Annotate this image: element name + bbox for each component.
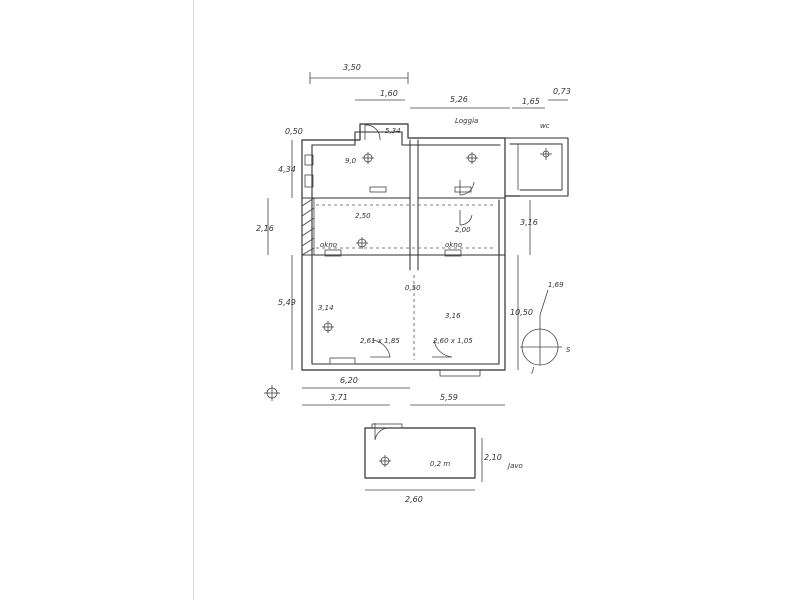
label-compass-north: S <box>566 346 571 354</box>
label-compass-west: J <box>530 366 534 374</box>
label-loggia: Loggia <box>455 117 478 125</box>
dim-bottom-left: 6,20 <box>340 376 358 385</box>
label-signature: Javo <box>506 462 523 470</box>
dim-top-overall: 3,50 <box>343 63 361 72</box>
dim-left-wall: 0,50 <box>285 127 303 136</box>
dim-left-mid: 2,16 <box>256 224 274 233</box>
dimension-lines <box>267 72 568 491</box>
fixture-room-mid <box>356 237 368 249</box>
dimension-text: 3,50 1,60 5,26 1,65 0,73 0,50 4,34 2,16 … <box>256 63 571 504</box>
lower-annex-room <box>364 423 476 479</box>
fixture-kitchen <box>362 152 374 164</box>
dim-bottom-right: 5,59 <box>440 393 458 402</box>
label-sill-right: okno <box>445 241 462 249</box>
dim-top-right: 5,26 <box>450 95 468 104</box>
dim-left-upper: 4,34 <box>278 165 296 174</box>
light-fixtures <box>264 152 478 467</box>
label-room-large-left: 3,14 <box>318 304 334 312</box>
dim-left-lower: 5,49 <box>278 298 296 307</box>
compass-symbol <box>520 289 562 366</box>
wc-annex <box>504 137 569 197</box>
label-center-gap: 0,50 <box>405 284 421 292</box>
label-room-mid-right: 2,00 <box>455 226 471 234</box>
paper-edge-line <box>193 0 194 600</box>
dim-annex-width: 2,60 <box>405 495 423 504</box>
dim-top-far-right-b: 0,73 <box>553 87 571 96</box>
fixture-annex <box>379 455 391 467</box>
label-annex: 0,2 m <box>430 460 450 468</box>
label-bath: 5,34 <box>385 127 401 135</box>
label-room-large-right: 3,16 <box>445 312 461 320</box>
room-labels: Loggia wc 9,0 5,34 2,50 2,00 okno okno 3… <box>318 117 571 470</box>
label-compass-value: 1,69 <box>548 281 564 289</box>
dim-right-lower: 10,50 <box>510 308 533 317</box>
label-door-left: 2,61 x 1,85 <box>360 337 400 345</box>
fixture-room-left <box>322 321 334 333</box>
dim-right-upper: 3,16 <box>520 218 538 227</box>
label-door-right: 2,60 x 1,05 <box>433 337 473 345</box>
label-kitchen: 9,0 <box>345 157 357 165</box>
dim-bottom-left-sub: 3,71 <box>330 393 348 402</box>
interior-partitions <box>301 139 506 377</box>
dim-top-mid: 1,60 <box>380 89 398 98</box>
dim-annex-height: 2,10 <box>484 453 502 462</box>
fixture-stamp <box>264 385 280 401</box>
dim-top-far-right-a: 1,65 <box>522 97 540 106</box>
label-sill-left: okno <box>320 241 337 249</box>
label-wc: wc <box>540 122 550 130</box>
fixture-bath <box>466 152 478 164</box>
label-room-mid-left: 2,50 <box>355 212 371 220</box>
